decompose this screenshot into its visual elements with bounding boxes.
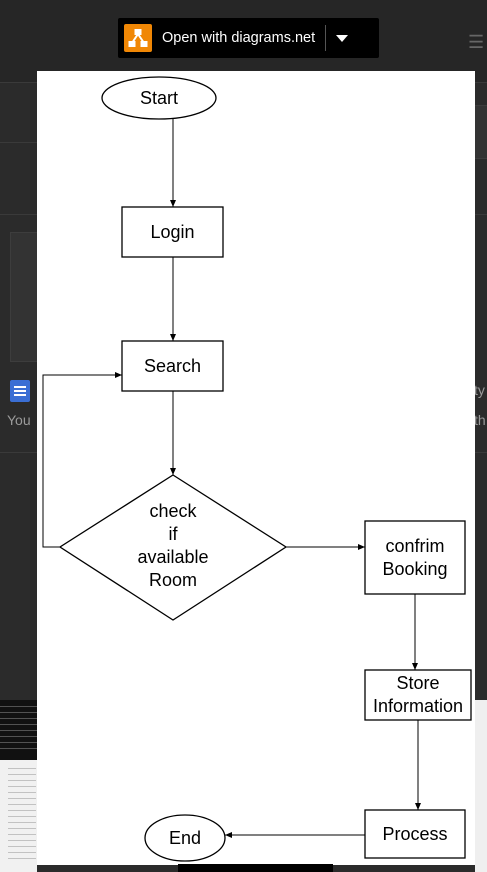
start-label: Start [139,87,178,108]
search-label: Search [143,355,202,376]
start-node [101,76,217,120]
background-thumbnail-text [0,706,37,750]
end-node [144,814,226,862]
open-with-toolbar: Open with diagrams.net [118,18,379,58]
process-node [364,809,466,859]
login-node [121,206,224,258]
decision-node [58,474,288,621]
flowchart-svg [42,76,472,862]
store-label: Store Information [372,673,464,716]
confirm-node [364,520,466,595]
diagram-canvas: Start Login Search check if available Ro… [37,71,475,865]
background-thumbnail [0,700,37,760]
caret-down-icon[interactable] [336,34,349,42]
edge-decision-search [42,372,122,548]
store-node [364,669,472,721]
document-icon [10,380,30,402]
toolbar-divider [325,25,327,51]
background-document-text [8,768,36,864]
background-document-page [475,700,487,872]
open-with-button[interactable]: Open with diagrams.net [162,30,316,46]
background-text: ty [474,382,485,398]
background-card [10,232,40,362]
process-label: Process [382,823,448,844]
decision-label: check if available Room [137,501,209,590]
login-label: Login [150,221,195,242]
menu-icon: ☰ [468,32,485,52]
confirm-label: confrim Booking [382,535,448,579]
diagrams-net-logo-icon [124,24,152,52]
end-label: End [168,827,202,848]
bottom-bar [178,864,333,872]
background-text: You [7,412,31,428]
background-text: th [474,412,486,428]
background-document-page [0,760,37,872]
